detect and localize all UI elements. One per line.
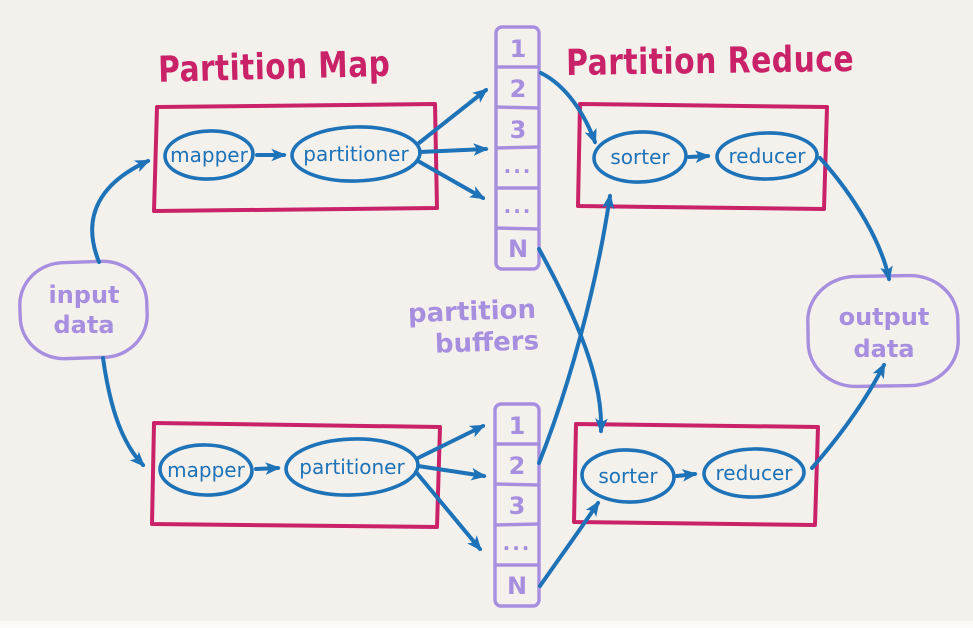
box-reduce-bottom: [572, 422, 820, 527]
buffers-label-line2: buffers: [434, 326, 539, 360]
arrow-bottombufferN-to-sorter-bottom: [538, 500, 600, 588]
arrow-partitioner-bottom-to-cell2: [416, 464, 487, 481]
arrow-partitioner-top-to-cell4: [418, 143, 489, 156]
bottom-buffer-cell-5: N: [507, 572, 527, 600]
buffers-label-line1: partition: [407, 295, 536, 329]
top-buffer-cell-6: N: [508, 235, 528, 263]
arrow-reducer-bottom-to-output: [810, 362, 886, 470]
node-reducer-bottom-label: reducer: [716, 461, 794, 485]
node-reducer-top-label: reducer: [729, 144, 807, 168]
box-reduce-top: [576, 102, 829, 211]
node-partitioner-bottom-label: partitioner: [299, 455, 405, 479]
bottom-buffer-cell-1: 1: [509, 412, 526, 440]
box-map-top: [152, 102, 439, 213]
top-buffer-cell-3: 3: [510, 116, 527, 144]
arrow-topbufferN-to-sorter-bottom: [537, 247, 608, 434]
node-sorter-top-label: sorter: [610, 145, 670, 169]
node-sorter-top: [592, 130, 688, 184]
bottom-buffer-cell-4: ...: [503, 531, 532, 555]
bottom-buffer-outline: [493, 402, 541, 608]
arrow-topbuffer2-to-sorter-top: [539, 71, 597, 145]
top-buffer-cell-1: 1: [510, 35, 527, 63]
top-partition-buffer: 1 2 3 ... ... N: [494, 25, 541, 271]
title-partition-reduce: Partition Reduce: [566, 39, 855, 84]
node-mapper-bottom-label: mapper: [167, 458, 245, 482]
background-bottom-band: [0, 621, 973, 628]
node-reducer-bottom: [702, 447, 806, 499]
bottom-buffer-cell-3: 3: [509, 492, 526, 520]
arrow-partitioner-bottom-to-cellN: [414, 470, 482, 552]
output-data-label-line1: output: [839, 303, 930, 331]
bottom-partition-buffer: 1 2 3 ... N: [493, 402, 541, 608]
arrow-partitioner-bottom-to-cell1: [416, 424, 486, 460]
arrow-bottombuffer2-to-sorter-top: [537, 193, 615, 465]
arrow-partitioner-top-to-cell2: [417, 88, 489, 145]
title-partition-map: Partition Map: [158, 44, 391, 91]
arrow-mapper-to-partitioner-bottom: [254, 462, 281, 475]
arrow-sorter-to-reducer-bottom: [675, 469, 698, 482]
output-data-label-line2: data: [853, 335, 914, 363]
arrow-reducer-top-to-output: [818, 156, 893, 282]
input-data-label-line1: input: [48, 281, 119, 309]
node-sorter-bottom: [580, 448, 676, 504]
top-buffer-cell-5: ...: [504, 194, 533, 218]
node-partitioner-top-label: partitioner: [303, 142, 409, 166]
node-mapper-bottom: [158, 443, 254, 497]
node-sorter-bottom-label: sorter: [598, 464, 658, 488]
node-mapper-top-label: mapper: [170, 143, 248, 167]
input-data-label-line2: data: [53, 311, 114, 339]
node-input-data: [18, 259, 149, 361]
node-mapper-top: [163, 129, 255, 181]
top-buffer-cell-2: 2: [510, 75, 527, 103]
arrow-input-to-mapper-bottom: [101, 356, 145, 468]
bottom-buffer-cell-2: 2: [509, 452, 526, 480]
arrow-input-to-mapper-top: [90, 159, 151, 264]
arrow-sorter-to-reducer-top: [687, 150, 711, 163]
box-map-bottom: [150, 421, 442, 529]
top-buffer-cell-4: ...: [504, 154, 533, 178]
arrow-partitioner-top-to-cell5: [416, 159, 486, 200]
node-reducer-top: [715, 131, 819, 181]
